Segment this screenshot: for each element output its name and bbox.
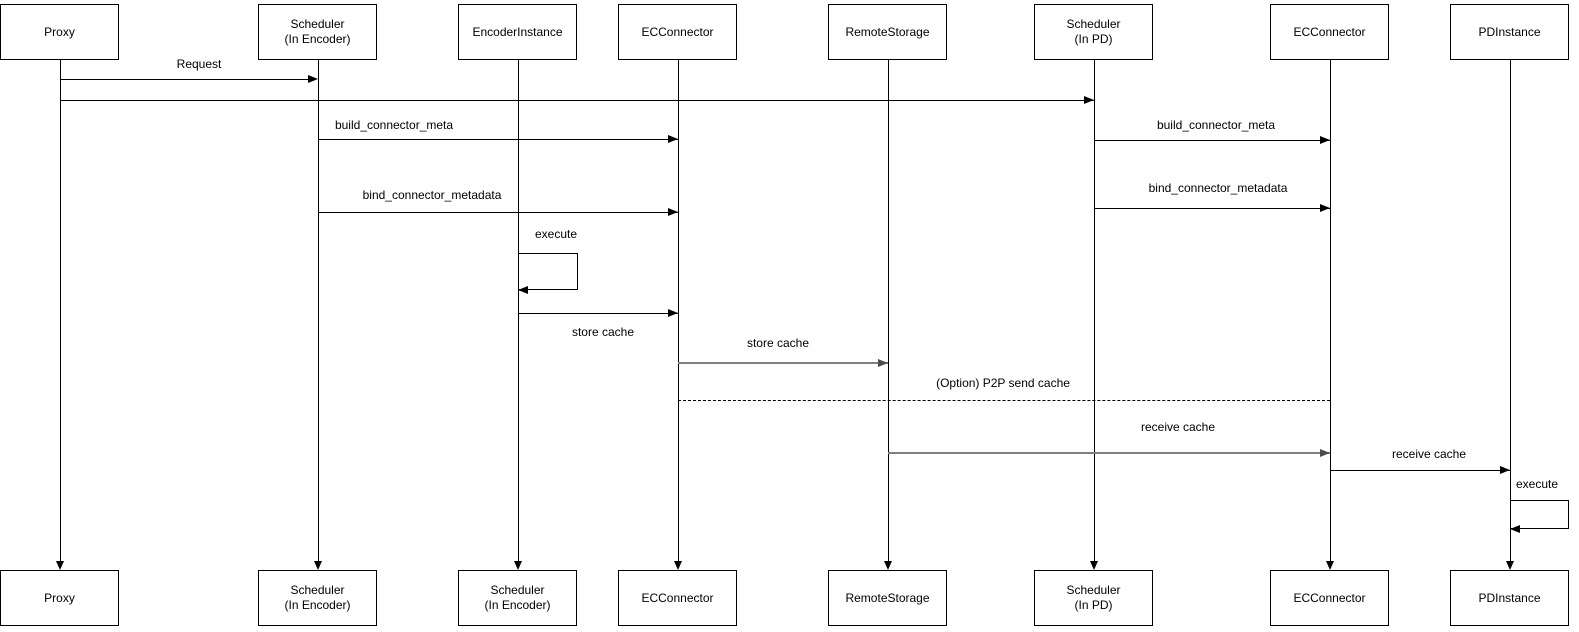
participant-remote-storage-bottom: RemoteStorage [828, 570, 947, 626]
participant-pd-instance-bottom: PDInstance [1450, 570, 1569, 626]
lifeline-end-arrow-proxy [56, 561, 64, 570]
participant-proxy: Proxy [0, 4, 119, 60]
arrowhead-execute-encoder [518, 286, 528, 294]
message-label-receive-cache-pd: receive cache [1391, 447, 1467, 461]
message-line-build-connector-meta-left [318, 139, 678, 140]
message-label-bind-connector-metadata-right: bind_connector_metadata [1148, 181, 1288, 195]
arrowhead-build-connector-meta-left [668, 135, 678, 143]
message-label-bind-connector-metadata-left: bind_connector_metadata [362, 188, 502, 202]
arrowhead-bind-connector-metadata-right [1320, 204, 1330, 212]
message-label-execute-encoder: execute [534, 227, 578, 241]
lifeline-ec-connector [678, 60, 679, 568]
message-label-build-connector-meta-left: build_connector_meta [334, 118, 454, 132]
participant-ec-connector-2: ECConnector [1270, 4, 1389, 60]
message-label-receive-cache-remote: receive cache [1140, 420, 1216, 434]
arrowhead-request [308, 75, 318, 83]
lifeline-end-arrow-scheduler-pd [1090, 561, 1098, 570]
lifeline-end-arrow-ec-connector-2 [1326, 561, 1334, 570]
participant-ec-connector-bottom: ECConnector [618, 570, 737, 626]
lifeline-scheduler-pd [1094, 60, 1095, 568]
arrowhead-store-cache-remote [878, 359, 888, 367]
arrowhead-execute-pd [1510, 525, 1520, 533]
arrowhead-receive-cache-pd [1500, 466, 1510, 474]
lifeline-scheduler-encoder [318, 60, 319, 568]
arrowhead-store-cache-encoder [668, 309, 678, 317]
participant-scheduler-encoder: Scheduler (In Encoder) [258, 4, 377, 60]
lifeline-remote-storage [888, 60, 889, 568]
participant-pd-instance: PDInstance [1450, 4, 1569, 60]
lifeline-end-arrow-encoder-instance [514, 561, 522, 570]
message-line-build-connector-meta-right [1094, 140, 1330, 141]
message-line-receive-cache-remote [888, 452, 1330, 454]
message-label-p2p-send-cache: (Option) P2P send cache [936, 376, 1070, 390]
participant-encoder-instance: EncoderInstance [458, 4, 577, 60]
self-loop-execute-encoder [518, 253, 578, 290]
participant-ec-connector-2-bottom: ECConnector [1270, 570, 1389, 626]
message-label-build-connector-meta-right: build_connector_meta [1156, 118, 1276, 132]
arrowhead-bind-connector-metadata-left [668, 208, 678, 216]
lifeline-ec-connector-2 [1330, 60, 1331, 568]
message-label-store-cache-remote: store cache [746, 336, 810, 350]
self-loop-execute-pd [1510, 500, 1569, 529]
message-line-request [60, 79, 308, 80]
message-line-receive-cache-pd [1330, 470, 1510, 471]
message-line-p2p-send-cache [678, 400, 1330, 401]
participant-scheduler-pd-bottom: Scheduler (In PD) [1034, 570, 1153, 626]
message-label-execute-pd: execute [1515, 477, 1559, 491]
lifeline-proxy [60, 60, 61, 568]
lifeline-end-arrow-remote-storage [884, 561, 892, 570]
arrowhead-build-connector-meta-right [1320, 136, 1330, 144]
message-line-store-cache-encoder [518, 313, 678, 314]
participant-scheduler-encoder-bottom: Scheduler (In Encoder) [258, 570, 377, 626]
participant-remote-storage: RemoteStorage [828, 4, 947, 60]
lifeline-end-arrow-ec-connector [674, 561, 682, 570]
arrowhead-proxy-to-scheduler-pd [1084, 96, 1094, 104]
lifeline-pd-instance [1510, 60, 1511, 568]
lifeline-encoder-instance [518, 60, 519, 568]
message-line-bind-connector-metadata-left [318, 212, 678, 213]
message-line-bind-connector-metadata-right [1094, 208, 1330, 209]
message-line-proxy-to-scheduler-pd [60, 100, 1094, 101]
participant-proxy-bottom: Proxy [0, 570, 119, 626]
arrowhead-receive-cache-remote [1320, 449, 1330, 457]
message-line-store-cache-remote [678, 362, 888, 364]
message-label-store-cache-encoder: store cache [571, 325, 635, 339]
lifeline-end-arrow-pd-instance [1506, 561, 1514, 570]
message-label-request: Request [176, 57, 222, 71]
participant-ec-connector: ECConnector [618, 4, 737, 60]
lifeline-end-arrow-scheduler-encoder [314, 561, 322, 570]
participant-scheduler-pd: Scheduler (In PD) [1034, 4, 1153, 60]
participant-encoder-instance-bottom: Scheduler (In Encoder) [458, 570, 577, 626]
